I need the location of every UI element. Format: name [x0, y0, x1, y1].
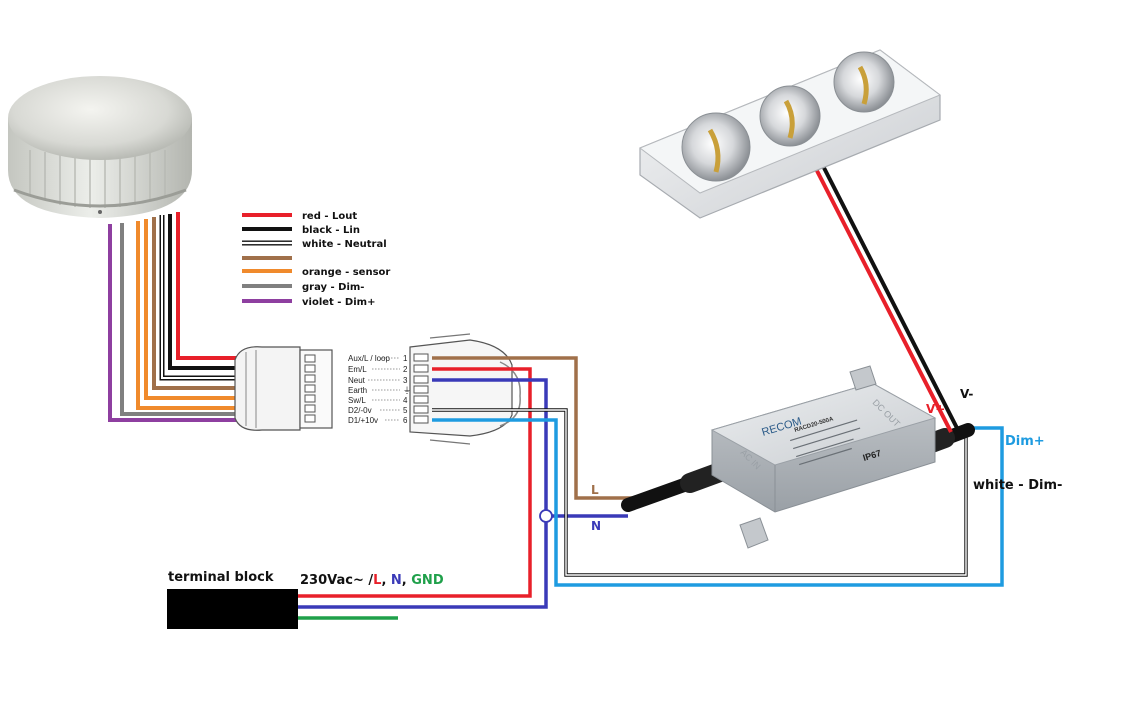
pin-labels: Aux/L / loop Em/L Neut Earth Sw/L D2/-0v… — [348, 354, 411, 425]
terminal-block: terminal block — [167, 570, 298, 629]
legend-label-black: black - Lin — [302, 225, 360, 236]
pin-label-earth: Earth — [348, 386, 367, 395]
legend-label-violet: violet - Dim+ — [302, 297, 375, 308]
pin-label-6: D1/+10v — [348, 416, 378, 425]
supply-voltage-label: 230Vac~ /L, N, GND — [300, 573, 444, 588]
socket-connector — [409, 333, 521, 445]
led-driver: RECOM RACD20-500A IP67 AC IN DC OUT — [621, 365, 975, 549]
pin-num-2: 2 — [403, 365, 408, 374]
photocell-sensor — [8, 76, 192, 218]
pin-num-earth: ⏚ — [403, 386, 411, 395]
legend-label-red: red - Lout — [302, 211, 357, 222]
terminal-block-label: terminal block — [168, 570, 274, 585]
v-plus-label: V+ — [926, 402, 945, 416]
pin-label-2: Em/L — [348, 365, 367, 374]
legend-label-orange: orange - sensor — [302, 267, 390, 278]
pin-num-3: 3 — [403, 376, 408, 385]
dim-plus-label: Dim+ — [1005, 434, 1045, 449]
pin-num-4: 4 — [403, 396, 408, 405]
supply-and-dim-wiring — [298, 356, 1004, 620]
pin-num-6: 6 — [403, 416, 408, 425]
white-dim-minus-label: white - Dim- — [973, 478, 1062, 493]
pin-label-5: D2/-0v — [348, 406, 372, 415]
pin-label-3: Neut — [348, 376, 366, 385]
neutral-label: N — [591, 519, 601, 533]
led-lenses — [681, 51, 895, 182]
pin-num-1: 1 — [403, 354, 408, 363]
line-label: L — [591, 483, 599, 497]
pin-label-1: Aux/L / loop — [348, 354, 391, 363]
v-minus-label: V- — [960, 387, 973, 401]
legend-label-gray: gray - Dim- — [302, 282, 364, 293]
legend-label-white: white - Neutral — [302, 239, 387, 250]
wire-color-legend: red - Lout black - Lin white - Neutral o… — [242, 211, 390, 308]
sensor-plug-connector — [234, 346, 333, 431]
led-module — [638, 49, 960, 433]
pin-num-5: 5 — [403, 406, 408, 415]
pin-label-4: Sw/L — [348, 396, 366, 405]
